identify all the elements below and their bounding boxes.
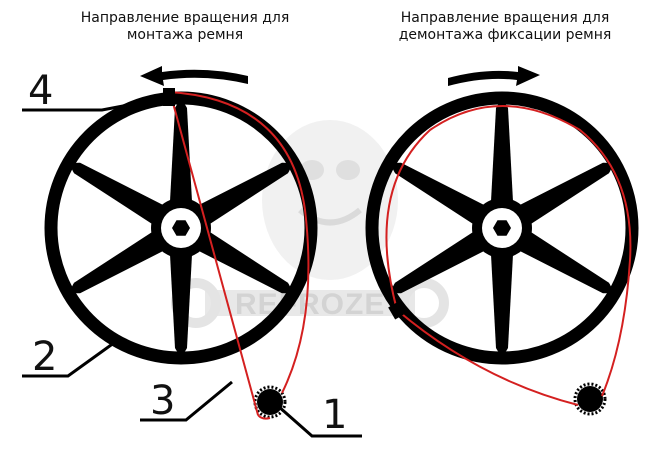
label-3: 3: [150, 378, 175, 424]
caption-mount-line-1: Направление вращения для: [80, 10, 290, 26]
label-4: 4: [28, 68, 53, 114]
right-belt: [385, 105, 632, 406]
belt-clip-left: [163, 88, 175, 106]
right-wheel: [372, 98, 632, 358]
caption-mount-line-2: монтажа ремня: [126, 27, 244, 43]
arrow-left-icon: [140, 66, 248, 86]
arrow-right-icon: [448, 66, 540, 86]
label-2: 2: [32, 334, 57, 380]
caption-dismount-line-1: Направление вращения для: [400, 10, 610, 26]
left-motor-pulley: [253, 385, 287, 419]
caption-dismount-line-2: демонтажа фиксации ремня: [398, 27, 612, 43]
caption-mount-direction: Направление вращения для монтажа ремня: [40, 10, 330, 44]
caption-dismount-direction: Направление вращения для демонтажа фикса…: [360, 10, 650, 44]
right-motor-pulley: [573, 382, 607, 416]
watermark-text: REFROZE: [235, 288, 385, 321]
left-belt: [169, 91, 310, 420]
belt-clip-right: [388, 302, 404, 320]
label-1: 1: [322, 392, 347, 438]
leader-lines: [22, 96, 362, 438]
